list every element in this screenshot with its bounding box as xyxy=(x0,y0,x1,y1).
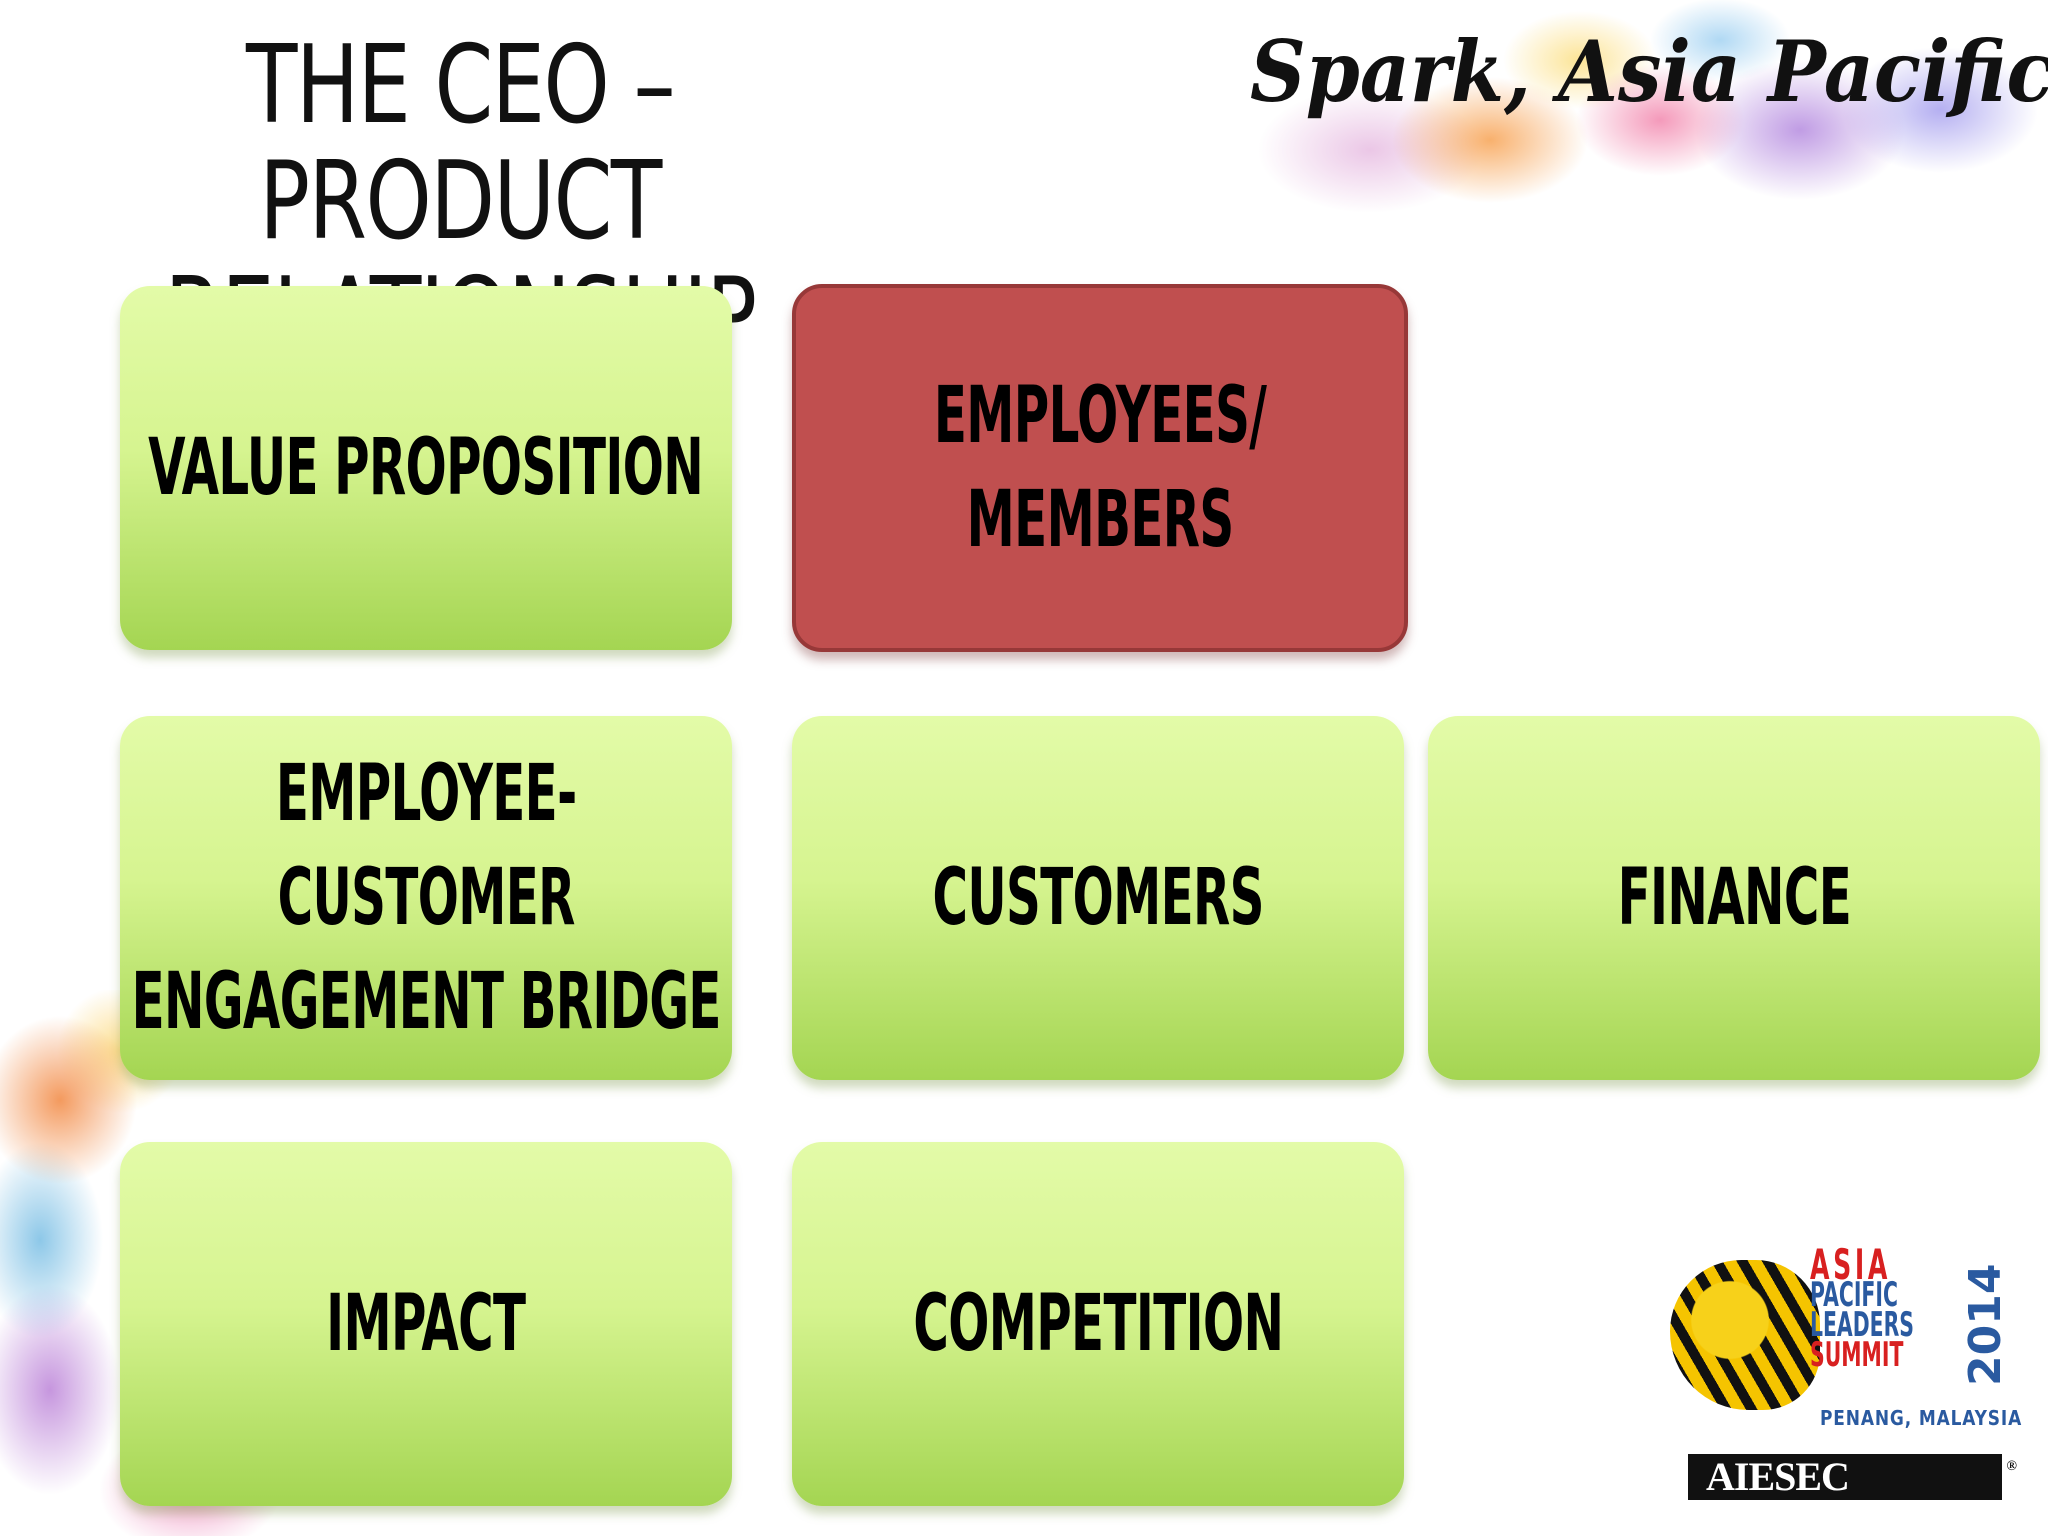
summit-location: PENANG, MALAYSIA xyxy=(1820,1406,2023,1430)
spark-asia-pacific-logo: Spark, Asia Pacific! xyxy=(1250,22,2048,121)
tile-competition: COMPETITION xyxy=(792,1142,1404,1506)
title-line-1: THE CEO – PRODUCT xyxy=(245,23,676,264)
tile-label: COMPETITION xyxy=(913,1279,1284,1369)
tile-label: EMPLOYEES/ MEMBERS xyxy=(933,371,1267,565)
tile-finance: FINANCE xyxy=(1428,716,2040,1080)
tile-value-proposition: VALUE PROPOSITION xyxy=(120,286,732,650)
tile-impact: IMPACT xyxy=(120,1142,732,1506)
tile-label: VALUE PROPOSITION xyxy=(148,423,705,513)
tile-employees-members: EMPLOYEES/ MEMBERS xyxy=(792,284,1408,652)
tile-employee-customer-engagement-bridge: EMPLOYEE- CUSTOMER ENGAGEMENT BRIDGE xyxy=(120,716,732,1080)
summit-year: 2014 xyxy=(1960,1263,2011,1387)
tile-label: FINANCE xyxy=(1617,853,1851,943)
tile-label: CUSTOMERS xyxy=(932,853,1264,943)
tiger-icon xyxy=(1670,1260,1820,1410)
tile-label: EMPLOYEE- CUSTOMER ENGAGEMENT BRIDGE xyxy=(131,749,721,1047)
tile-label: IMPACT xyxy=(326,1279,526,1369)
aiesec-logo: AIESEC xyxy=(1688,1444,2016,1500)
asia-pacific-leaders-summit-logo: ASIA PACIFIC LEADERS SUMMIT 2014 PENANG,… xyxy=(1660,1240,2023,1440)
summit-wordmark: ASIA PACIFIC LEADERS SUMMIT xyxy=(1810,1240,1914,1375)
tile-customers: CUSTOMERS xyxy=(792,716,1404,1080)
